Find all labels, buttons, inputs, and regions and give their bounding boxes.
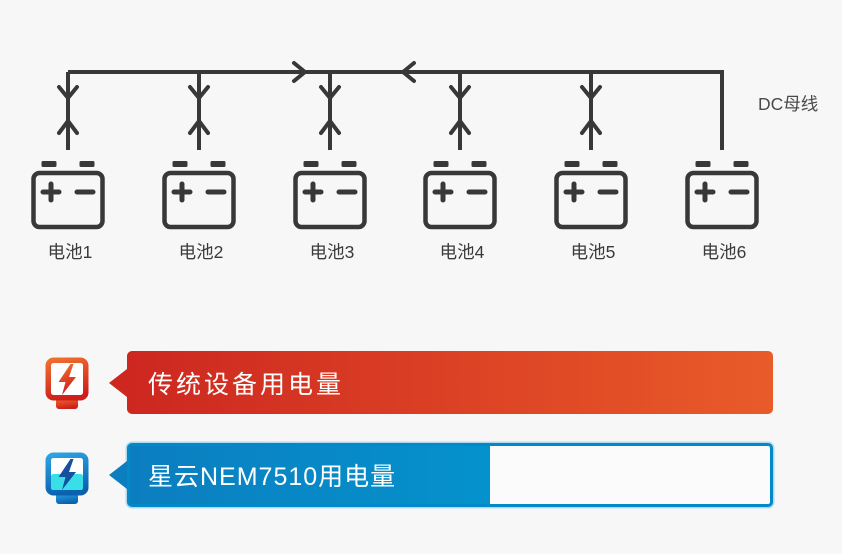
traditional-consumption-bar: 传统设备用电量 — [109, 351, 773, 414]
nebula-consumption-label: 星云NEM7510用电量 — [148, 463, 397, 491]
flow-arrow-down-icon — [449, 85, 471, 100]
battery-icon — [31, 170, 105, 230]
battery-unit: 电池6 — [685, 161, 759, 262]
battery-label: 电池5 — [571, 242, 616, 262]
battery-unit: 电池2 — [162, 161, 236, 262]
battery-bus-diagram: 电池1 电池2 电池3 电池4 电池5 — [31, 61, 818, 262]
battery-icon — [293, 170, 367, 230]
flow-arrows — [57, 61, 602, 135]
flow-arrow-down-icon — [319, 85, 341, 100]
battery-icon — [685, 170, 759, 230]
nebula-consumption-bar: 星云NEM7510用电量 — [109, 443, 773, 507]
battery-label: 电池3 — [310, 242, 355, 262]
battery-label: 电池2 — [179, 242, 224, 262]
battery-unit: 电池5 — [554, 161, 628, 262]
flow-arrow-down-icon — [57, 85, 79, 100]
battery-label: 电池1 — [48, 242, 93, 262]
battery-label: 电池4 — [440, 242, 485, 262]
bar-pointer-left-icon — [109, 368, 127, 397]
dc-bus-line — [68, 70, 724, 150]
bus-arrow-right-icon — [292, 61, 307, 83]
lightning-meter-blue-icon — [45, 452, 89, 504]
battery-unit: 电池4 — [423, 161, 497, 262]
battery-icon — [423, 170, 497, 230]
battery-unit: 电池1 — [31, 161, 105, 262]
battery-icon — [554, 170, 628, 230]
flow-arrow-up-icon — [319, 119, 341, 135]
flow-arrow-up-icon — [580, 119, 602, 135]
flow-arrow-up-icon — [449, 119, 471, 135]
flow-arrow-up-icon — [57, 119, 79, 135]
flow-arrow-down-icon — [188, 85, 210, 100]
battery-icon — [162, 170, 236, 230]
flow-arrow-down-icon — [580, 85, 602, 100]
nebula-bar-fill — [130, 446, 490, 504]
bolt-icon — [58, 459, 76, 490]
battery-label: 电池6 — [702, 242, 747, 262]
bar-pointer-left-icon — [109, 461, 127, 489]
traditional-consumption-label: 传统设备用电量 — [148, 370, 345, 399]
bolt-icon — [58, 364, 76, 395]
flow-arrow-up-icon — [188, 119, 210, 135]
lightning-meter-red-icon — [45, 357, 89, 409]
battery-unit: 电池3 — [293, 161, 367, 262]
dc-bus-label: DC母线 — [758, 94, 818, 114]
bus-arrow-left-icon — [401, 61, 416, 83]
